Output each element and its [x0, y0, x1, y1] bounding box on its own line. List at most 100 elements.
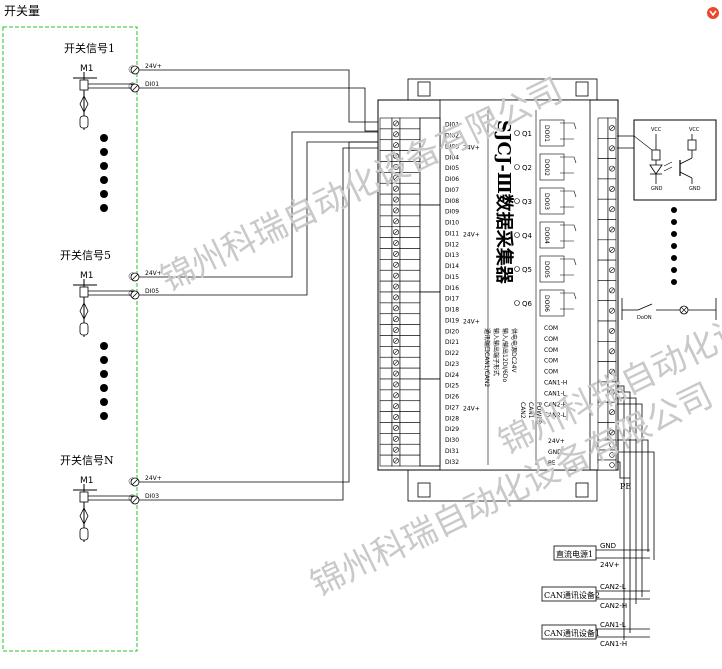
- output-terminal: DO04: [543, 227, 550, 244]
- output-terminal: DO05: [543, 261, 550, 278]
- right-terminal-label: COM: [544, 358, 558, 365]
- di-label: DI24: [445, 372, 459, 379]
- di-label: DI04: [445, 154, 459, 161]
- power-terminal-label: 24V+: [548, 438, 565, 445]
- di-label: DI16: [445, 285, 459, 292]
- switch-layer: 开关信号1M1①②24V+DI01开关信号5M1①②24V+DI05开关信号NM…: [60, 41, 162, 542]
- di-label: DI21: [445, 339, 459, 346]
- switch-wire-signal: DI03: [145, 493, 159, 500]
- continuation-dots: [100, 134, 108, 420]
- power-terminal-label: GND: [548, 449, 562, 456]
- switch-wire-power: 24V+: [145, 270, 162, 277]
- di-label: DI05: [445, 165, 459, 172]
- left-terminal-block: [379, 117, 441, 467]
- corner-logo-icon: [707, 7, 719, 19]
- di-label: DI08: [445, 198, 459, 205]
- output-name: Q5: [522, 266, 532, 274]
- device-line-bottom: 24V+: [600, 561, 620, 569]
- right-terminal-block: COMCOMCOMCOMCOMCAN1-HCAN1-LCAN2-HCAN2-L2…: [544, 117, 617, 471]
- vcc-right-label: VCC: [689, 127, 700, 133]
- output-terminal: DO06: [543, 295, 550, 312]
- status-line: POWER: [535, 402, 542, 424]
- right-terminal-label: CAN1-H: [544, 380, 567, 387]
- di-label: DI20: [445, 328, 459, 335]
- di-group-label: 24V+: [463, 145, 480, 152]
- di-label: DI15: [445, 274, 459, 281]
- switch-3: 开关信号NM1①②24V+DI03: [60, 453, 162, 542]
- wire-layer: [139, 69, 655, 640]
- device-line-top: CAN1-L: [600, 621, 626, 629]
- right-terminal-label: COM: [544, 369, 558, 376]
- right-terminal-label: COM: [544, 325, 558, 332]
- spec-line: 输入/输出12DI/6Do: [501, 328, 509, 383]
- vcc-left-label: VCC: [651, 127, 662, 133]
- di-label: DI03: [445, 143, 459, 150]
- di-label: DI13: [445, 252, 459, 259]
- switch-wire-signal: DI01: [145, 81, 159, 88]
- di-label: DI26: [445, 394, 459, 401]
- collector-module: COMCOMCOMCOMCOMCAN1-HCAN1-LCAN2-HCAN2-L2…: [377, 78, 619, 502]
- switch-label: 开关信号N: [60, 453, 114, 467]
- di-label: DI12: [445, 241, 459, 248]
- gnd-right-label: GND: [689, 186, 701, 192]
- spec-line: 供电电源DC24V: [510, 328, 518, 373]
- status-line: CAN1: [527, 402, 534, 419]
- right-terminal-label: COM: [544, 336, 558, 343]
- gnd-left-label: GND: [651, 186, 663, 192]
- device-name: CAN通讯设备2: [544, 590, 600, 600]
- pe-label: PE: [620, 482, 631, 491]
- di-label: DI02: [445, 133, 459, 140]
- output-terminal: DO02: [543, 159, 550, 176]
- device-name: 直流电源1: [556, 549, 593, 559]
- output-name: Q1: [522, 130, 532, 138]
- device-line-bottom: CAN1-H: [600, 640, 627, 648]
- output-name: Q6: [522, 300, 533, 308]
- di-label: DI11: [445, 230, 459, 237]
- switch-2: 开关信号5M1①②24V+DI05: [60, 248, 162, 337]
- di-label: DI14: [445, 263, 459, 270]
- load-circuit: DoON: [621, 298, 717, 321]
- di-group-label: 24V+: [463, 319, 480, 326]
- di-group-label: 24V+: [463, 406, 480, 413]
- device-name: CAN通讯设备1: [544, 628, 600, 638]
- output-terminal: DO01: [543, 125, 550, 142]
- di-label: DI27: [445, 404, 459, 411]
- output-name: Q3: [522, 198, 532, 206]
- spec-line: 通讯端口CAN1/CAN2: [483, 328, 491, 387]
- collector-title: SJCJ-Ⅲ数据采集器: [493, 120, 515, 285]
- switch-label: 开关信号5: [60, 248, 111, 262]
- switch-wire-signal: DI05: [145, 288, 159, 295]
- switch-1: 开关信号1M1①②24V+DI01: [64, 41, 162, 130]
- power-terminal-label: PE: [548, 460, 556, 467]
- load-label: DoON: [637, 315, 652, 321]
- di-label: DI01: [445, 122, 459, 129]
- switch-wire-power: 24V+: [145, 475, 162, 482]
- di-label: DI30: [445, 437, 459, 444]
- relay-continuation-dots: [671, 207, 677, 285]
- spec-line: 输入输出端子形式: [492, 328, 500, 376]
- di-label-column: DI01DI02DI03DI04DI05DI06DI07DI08DI09DI10…: [445, 122, 480, 466]
- right-terminal-label: CAN2-L: [544, 412, 567, 419]
- output-name: Q4: [522, 232, 533, 240]
- relay-circuit: VCC VCC GND GND: [617, 119, 717, 201]
- device-line-bottom: CAN2-H: [600, 602, 627, 610]
- di-label: DI32: [445, 459, 459, 466]
- collector-spec: 供电电源DC24V输入/输出12DI/6Do输入输出端子形式通讯端口CAN1/C…: [483, 328, 518, 387]
- switch-device: M1: [80, 64, 94, 74]
- switch-device: M1: [80, 476, 94, 486]
- di-label: DI19: [445, 317, 459, 324]
- output-name: Q2: [522, 164, 532, 172]
- di-label: DI31: [445, 448, 459, 455]
- right-terminal-label: CAN2-H: [544, 401, 567, 408]
- switch-device: M1: [80, 271, 94, 281]
- output-terminal: DO03: [543, 193, 550, 210]
- switch-label: 开关信号1: [64, 41, 115, 55]
- di-group-label: 24V+: [463, 232, 480, 239]
- status-line: CAN2: [519, 402, 526, 419]
- di-label: DI06: [445, 176, 459, 183]
